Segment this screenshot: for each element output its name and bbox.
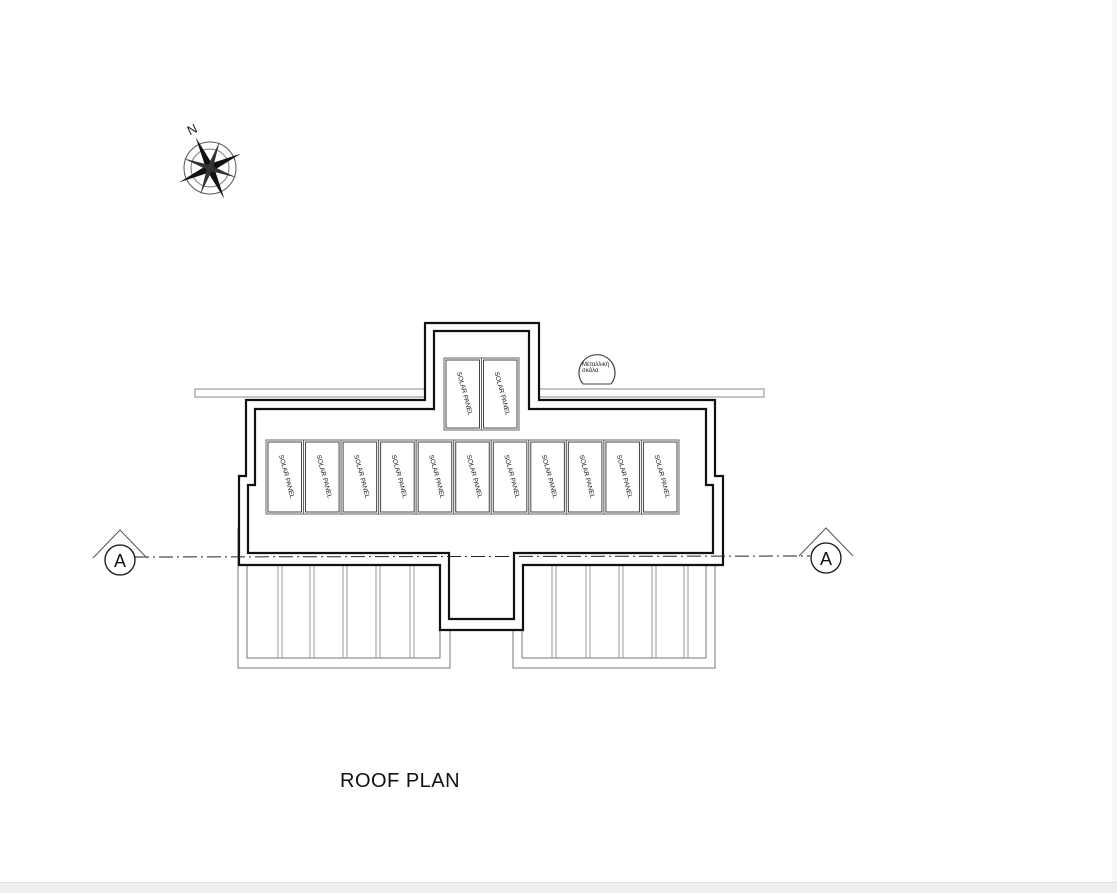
ladder-label-2: σκάλα xyxy=(582,367,599,374)
solar-panel: SOLAR PANEL xyxy=(640,439,680,515)
solar-panel: SOLAR PANEL xyxy=(340,439,380,515)
north-compass-icon: N xyxy=(179,121,241,199)
solar-panel: SOLAR PANEL xyxy=(303,439,342,515)
metal-ladder: Μεταλλική σκάλα xyxy=(578,354,616,385)
solar-panel: SOLAR PANEL xyxy=(453,439,492,515)
bottom-strip xyxy=(0,882,1117,893)
solar-panel: SOLAR PANEL xyxy=(265,439,305,515)
solar-panel: SOLAR PANEL xyxy=(415,439,455,515)
section-label-left: A xyxy=(114,551,126,571)
solar-panel: SOLAR PANEL xyxy=(481,357,520,431)
page-edge xyxy=(1112,0,1117,882)
drawing-title: ROOF PLAN xyxy=(340,770,461,792)
section-line xyxy=(134,555,811,558)
solar-panel: SOLAR PANEL xyxy=(603,439,642,515)
ladder-label: Μεταλλική xyxy=(582,361,609,368)
solar-panel: SOLAR PANEL xyxy=(565,439,605,515)
north-label: N xyxy=(185,121,200,139)
solar-panel: SOLAR PANEL xyxy=(490,439,530,515)
solar-panel: SOLAR PANEL xyxy=(378,439,417,515)
section-marker-left: A xyxy=(92,529,148,576)
section-label-right: A xyxy=(820,549,832,569)
solar-panel: SOLAR PANEL xyxy=(443,357,482,431)
section-marker-right: A xyxy=(798,527,854,574)
solar-panel: SOLAR PANEL xyxy=(528,439,567,515)
